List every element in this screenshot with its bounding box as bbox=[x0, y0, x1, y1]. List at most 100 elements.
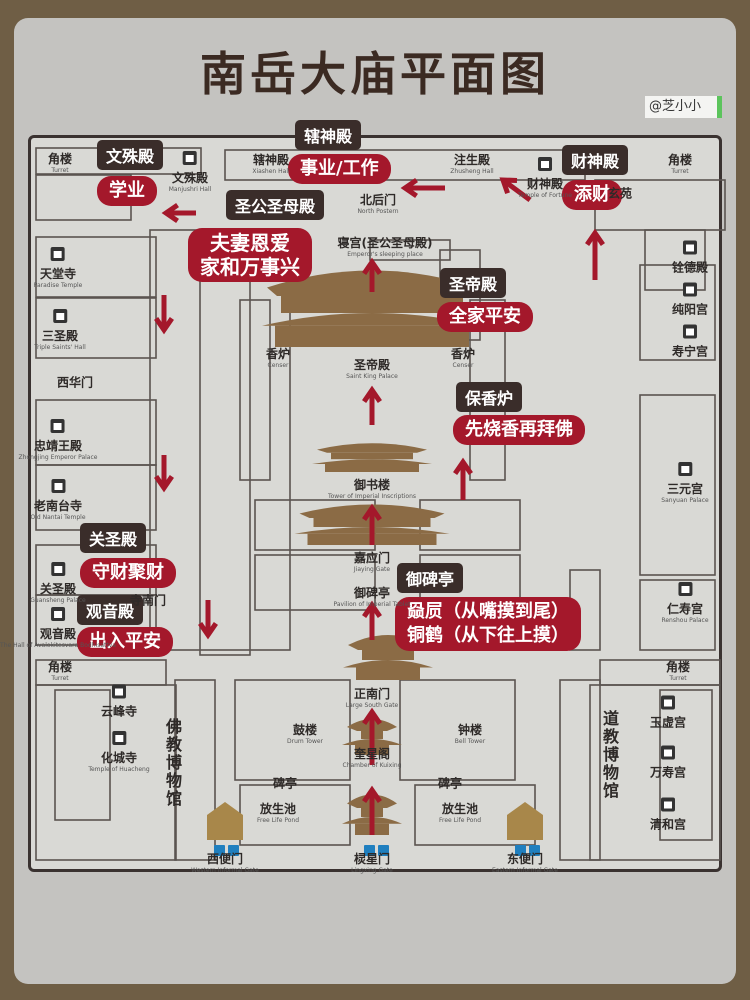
large-south-gate-building-body bbox=[362, 650, 414, 660]
label-english: Free Life Pond bbox=[438, 817, 482, 824]
arrow-head bbox=[453, 457, 473, 475]
label-name: 纯阳宫 bbox=[671, 302, 709, 317]
arrow-head bbox=[400, 178, 418, 198]
wall-outline bbox=[639, 579, 716, 651]
label-name: 御书楼 bbox=[353, 478, 391, 492]
label-english: Sanyuan Palace bbox=[661, 497, 709, 504]
sleeping-palace-building-base bbox=[275, 325, 469, 347]
wall-outline bbox=[399, 679, 516, 781]
temple-icon bbox=[682, 324, 697, 339]
callout-header: 观音殿 bbox=[77, 595, 144, 625]
label-english: Turret bbox=[671, 168, 689, 175]
label-name: 角楼 bbox=[47, 152, 73, 166]
label-english: Temple of Fortune bbox=[518, 192, 572, 199]
label-name: 注生殿 bbox=[453, 153, 491, 167]
arrow-head bbox=[362, 257, 382, 275]
imperial-library-building-lower-roof bbox=[312, 459, 432, 464]
label-name: 忠靖王殿 bbox=[33, 439, 82, 453]
label-name: 观音殿 bbox=[39, 627, 76, 641]
wall-outline bbox=[149, 229, 291, 651]
arrow-head bbox=[161, 203, 179, 223]
label-name: 三圣殿 bbox=[41, 329, 79, 343]
callout-header: 辖神殿 bbox=[295, 120, 362, 150]
museum-label: 道教博物馆 bbox=[600, 710, 619, 800]
label-name: 寝宫(圣公圣母殿) bbox=[337, 236, 433, 250]
temple-icon bbox=[660, 695, 675, 710]
label-name: 钟楼 bbox=[457, 723, 482, 737]
label-name: 圣帝殿 bbox=[353, 358, 391, 372]
map-label-35: 碑亭 bbox=[273, 775, 297, 792]
callout-blessing: 赑屃（从嘴摸到尾） 铜鹤（从下往上摸） bbox=[395, 597, 581, 651]
label-english: Paradise Temple bbox=[33, 282, 83, 289]
direction-arrow bbox=[501, 177, 532, 203]
arrow-head bbox=[362, 600, 382, 618]
label-name: 清和宫 bbox=[649, 817, 687, 832]
map-label-12: 铨德殿 bbox=[671, 240, 709, 276]
label-english: Saint King Palace bbox=[346, 373, 398, 380]
large-south-gate-building-base bbox=[356, 667, 420, 680]
label-english: Chamber of Kuixing bbox=[342, 762, 402, 769]
label-name: 寺南门 bbox=[129, 593, 167, 608]
label-english: Drum Tower bbox=[286, 738, 324, 745]
arrow-head bbox=[362, 385, 382, 403]
wall-outline bbox=[639, 394, 716, 576]
label-name: 仁寿宫 bbox=[666, 602, 703, 616]
temple-icon bbox=[52, 309, 67, 323]
temple-icon bbox=[682, 282, 697, 297]
label-english: Bell Tower bbox=[454, 738, 486, 745]
callout-header: 圣帝殿 bbox=[440, 268, 507, 298]
label-english: North Postern bbox=[357, 208, 399, 215]
wall-outline bbox=[54, 689, 111, 821]
museum-label: 佛教博物馆 bbox=[163, 718, 182, 808]
callout-header: 关圣殿 bbox=[80, 523, 147, 553]
wall-outline bbox=[35, 297, 157, 359]
label-english: Turret bbox=[51, 167, 69, 174]
label-english: Guansheng Palace bbox=[30, 597, 86, 604]
map-label-14: 寿宁宫 bbox=[672, 324, 708, 360]
label-name: 棂星门 bbox=[353, 852, 391, 866]
label-name: 角楼 bbox=[667, 153, 693, 167]
gate-info-icon bbox=[378, 845, 389, 856]
label-name: 角楼 bbox=[665, 660, 691, 674]
temple-icon bbox=[51, 419, 65, 433]
temple-icon bbox=[537, 157, 552, 171]
map-label-41: 清和宫 bbox=[649, 797, 687, 833]
map-label-39: 玉虚宫 bbox=[650, 695, 686, 731]
label-name: 正南门 bbox=[353, 687, 391, 701]
map-label-40: 万寿宫 bbox=[650, 745, 686, 781]
label-name: 铨德殿 bbox=[671, 260, 709, 275]
wall-outline bbox=[659, 689, 713, 841]
label-english: Turret bbox=[51, 675, 69, 682]
label-english: Large South Gate bbox=[345, 702, 399, 709]
label-english: Censer bbox=[452, 362, 474, 369]
wall-outline bbox=[35, 684, 177, 861]
arrow-head bbox=[362, 503, 382, 521]
label-name: 财神殿 bbox=[526, 177, 564, 191]
label-name: 碑亭 bbox=[437, 776, 463, 791]
arrow-head bbox=[362, 785, 382, 803]
label-name: 玄苑 bbox=[607, 186, 633, 201]
callout-blessing: 学业 bbox=[97, 176, 157, 206]
label-name: 角楼 bbox=[47, 660, 73, 674]
label-english: Tower of Imperial Inscriptions bbox=[327, 493, 417, 500]
temple-icon bbox=[51, 562, 65, 576]
arrow-head bbox=[154, 317, 174, 335]
large-south-gate-building-lower-roof bbox=[343, 660, 433, 668]
label-english: Free Life Pond bbox=[256, 817, 300, 824]
temple-icon bbox=[112, 731, 126, 745]
label-english: Censer bbox=[267, 362, 289, 369]
